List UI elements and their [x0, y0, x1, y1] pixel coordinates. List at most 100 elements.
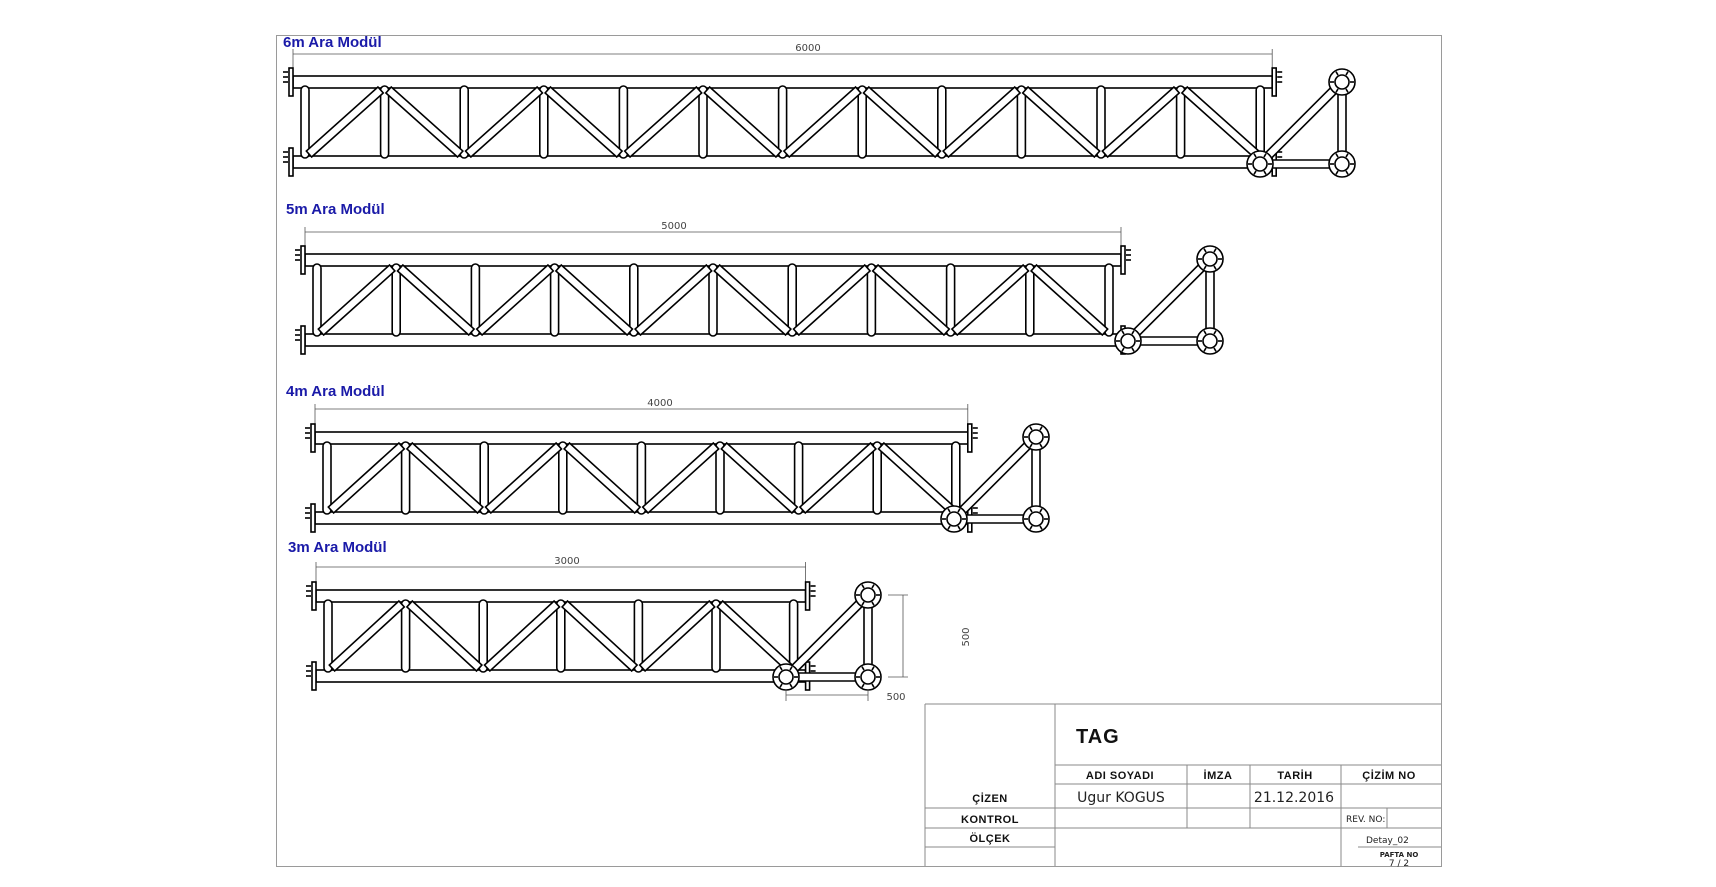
- vertical-post-m2: [787, 263, 798, 337]
- vertical-post-m1: [538, 85, 549, 159]
- diagonal-brace-m2: [396, 263, 476, 337]
- vertical-post-m1: [1016, 85, 1027, 159]
- row-drawn-label: ÇİZEN: [972, 792, 1008, 805]
- end-plate-m3: [310, 503, 316, 533]
- diagonal-brace-m2: [713, 263, 793, 337]
- vertical-post-m3: [400, 441, 411, 515]
- end-plate-m1: [288, 147, 294, 177]
- vertical-post-m1: [459, 85, 470, 159]
- diagonal-brace-m2: [633, 263, 713, 337]
- vertical-post-m1: [300, 85, 310, 159]
- section-tube-m2: [1124, 255, 1214, 345]
- diagonal-brace-m2: [475, 263, 555, 337]
- diagonal-brace-m1: [464, 85, 544, 159]
- vertical-post-m3: [636, 441, 647, 515]
- diagonal-brace-m4: [638, 599, 716, 673]
- section-bolt-m4: [789, 666, 793, 671]
- section-bolt-m3: [947, 525, 951, 530]
- vertical-post-m4: [400, 599, 411, 673]
- section-bolt-m4: [861, 601, 865, 606]
- truss-layer: [283, 49, 1356, 701]
- vertical-post-m3: [557, 441, 568, 515]
- end-plate-m3: [966, 423, 973, 453]
- section-bolt-m4: [861, 683, 865, 688]
- section-bolt-m1: [1335, 88, 1339, 93]
- section-bolt-m2: [1213, 265, 1217, 270]
- section-chord-inner-m3: [946, 511, 962, 527]
- section-chord-inner-m4: [860, 669, 876, 685]
- end-plate-m2: [300, 325, 306, 355]
- section-bolt-m4: [871, 683, 875, 688]
- diagonal-brace-m1: [703, 85, 783, 159]
- vertical-post-m2: [628, 263, 639, 337]
- rev-no-label: REV. NO:: [1346, 815, 1385, 825]
- section-bolt-m3: [1039, 508, 1043, 513]
- end-plate-m2: [300, 245, 306, 275]
- end-plate-m1: [1271, 67, 1277, 97]
- section-bolt-m3: [947, 508, 951, 513]
- col-drawing-no-header: ÇİZİM NO: [1362, 769, 1416, 782]
- section-bolt-m3: [1029, 508, 1033, 513]
- drawing-code: Detay_02: [1366, 836, 1409, 846]
- section-bolt-m4: [861, 584, 865, 589]
- vertical-post-m1: [618, 85, 629, 159]
- diagonal-brace-m1: [1101, 85, 1181, 159]
- diagonal-brace-m1: [1180, 85, 1261, 159]
- diagonal-brace-m2: [950, 263, 1030, 337]
- vertical-post-m2: [312, 263, 322, 337]
- section-bolt-m4: [861, 666, 865, 671]
- section-bolt-m2: [1131, 347, 1135, 352]
- end-plate-m4: [311, 581, 317, 611]
- section-bolt-m2: [1203, 347, 1207, 352]
- diagonal-brace-m3: [405, 441, 485, 515]
- end-plate-m4: [804, 581, 811, 611]
- section-bolt-m1: [1335, 153, 1339, 158]
- length-dim-3m: 3000: [554, 556, 579, 567]
- diagonal-brace-m1: [862, 85, 942, 159]
- diagonal-brace-m3: [484, 441, 563, 515]
- section-bolt-m2: [1121, 347, 1125, 352]
- sheet-border: [276, 35, 1442, 867]
- section-bolt-m1: [1345, 170, 1349, 175]
- vertical-post-m4: [555, 599, 566, 673]
- section-tube-m3: [950, 433, 1040, 523]
- project-title: TAG: [1076, 726, 1120, 748]
- vertical-post-m1: [1096, 85, 1106, 159]
- row-scale-label: ÖLÇEK: [970, 832, 1011, 845]
- section-bolt-m3: [957, 525, 961, 530]
- vertical-post-m1: [1175, 85, 1186, 159]
- vertical-post-m4: [323, 599, 333, 673]
- section-bolt-m1: [1253, 170, 1257, 175]
- end-plate-m1: [288, 67, 294, 97]
- section-bolt-m1: [1253, 153, 1257, 158]
- diagonal-brace-m4: [560, 599, 639, 673]
- section-chord-inner-m2: [1202, 251, 1218, 267]
- vertical-post-m3: [715, 441, 725, 515]
- section-chord-inner-m2: [1120, 333, 1136, 349]
- section-bolt-m3: [1039, 525, 1043, 530]
- vertical-post-m2: [470, 263, 481, 337]
- length-dim-5m: 5000: [661, 221, 686, 232]
- diagonal-brace-m1: [623, 85, 703, 159]
- end-plate-m4: [311, 661, 317, 691]
- vertical-post-m3: [950, 441, 961, 515]
- diagonal-brace-m4: [483, 599, 561, 673]
- vertical-post-m2: [708, 263, 718, 337]
- vertical-post-m3: [479, 441, 490, 515]
- module-title-6m: 6m Ara Modül: [283, 34, 382, 51]
- section-chord-inner-m1: [1252, 156, 1268, 172]
- vertical-post-m4: [711, 599, 721, 673]
- section-chord-inner-m1: [1334, 156, 1350, 172]
- section-bolt-m1: [1335, 170, 1339, 175]
- diagonal-brace-m2: [792, 263, 872, 337]
- diagonal-brace-m4: [328, 599, 406, 673]
- sheet-no-label: PAFTA NO: [1380, 851, 1419, 859]
- vertical-post-m2: [1104, 263, 1114, 337]
- vertical-post-m1: [857, 85, 868, 159]
- diagonal-brace-m3: [720, 441, 799, 515]
- section-bolt-m2: [1203, 330, 1207, 335]
- section-chord-inner-m3: [1028, 429, 1044, 445]
- section-bolt-m1: [1335, 71, 1339, 76]
- section-bolt-m2: [1213, 347, 1217, 352]
